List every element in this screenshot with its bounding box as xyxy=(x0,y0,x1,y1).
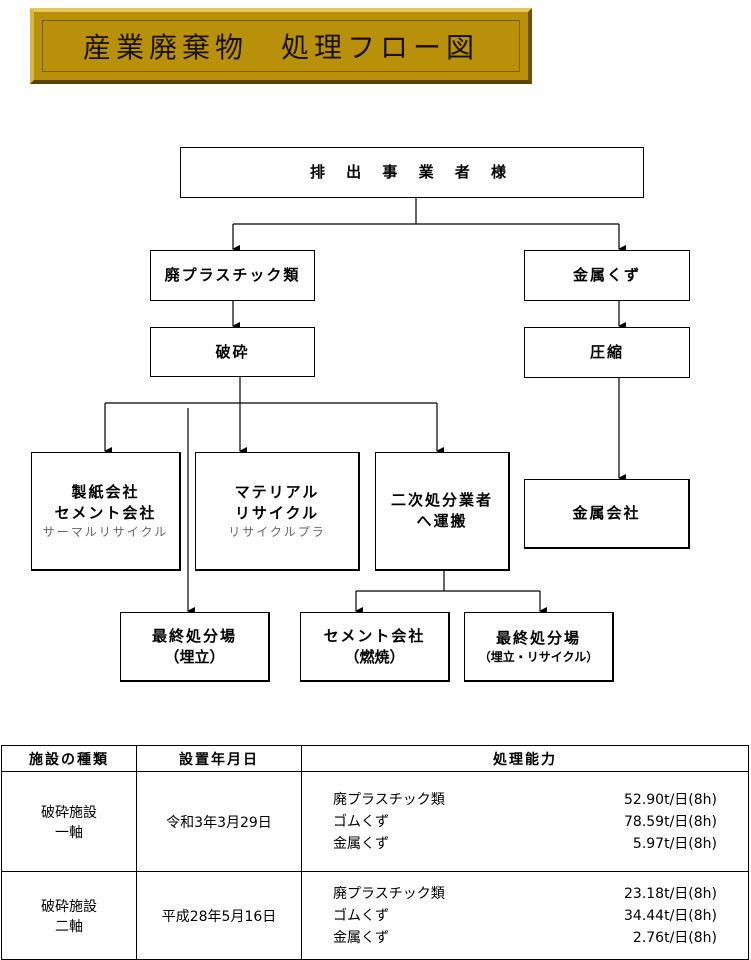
capacity-item-name: ゴムくず xyxy=(333,813,389,830)
node-material-recycle: マテリアル リサイクル リサイクルプラ xyxy=(195,452,360,571)
node-label: 排 出 事 業 者 様 xyxy=(309,163,515,181)
node-subtext: サーマルリサイクル xyxy=(42,524,169,539)
capacity-item: ゴムくず 34.44t/日(8h) xyxy=(303,905,747,927)
capacity-item: ゴムくず 78.59t/日(8h) xyxy=(303,811,747,833)
facility-type-cell: 破砕施設 一軸 xyxy=(1,771,137,872)
capacity-item-value: 78.59t/日(8h) xyxy=(624,813,717,830)
page-title: 産業廃棄物 処理フロー図 xyxy=(42,20,520,72)
node-line1: マテリアル xyxy=(234,482,320,501)
node-label: 破砕 xyxy=(215,342,250,361)
node-label: 金属会社 xyxy=(572,504,641,522)
node-compression: 圧縮 xyxy=(524,327,690,378)
capacity-item-name: 廃プラスチック類 xyxy=(333,885,445,902)
capacity-item-name: 廃プラスチック類 xyxy=(333,791,445,808)
node-label: 金属くず xyxy=(572,266,641,284)
facility-type-line: 破砕施設 xyxy=(41,898,97,915)
capacity-cell: 廃プラスチック類 52.90t/日(8h) ゴムくず 78.59t/日(8h) … xyxy=(301,771,749,872)
node-line1: 二次処分業者 xyxy=(390,491,493,509)
flow-connectors xyxy=(104,198,626,615)
capacity-item-value: 2.76t/日(8h) xyxy=(632,929,717,946)
node-line2: （埋立） xyxy=(164,647,225,666)
header-facility-type: 施設の種類 xyxy=(1,745,137,772)
node-crushing: 破砕 xyxy=(150,327,315,377)
node-line2: セメント会社 xyxy=(54,503,157,522)
title-banner: 産業廃棄物 処理フロー図 xyxy=(30,8,532,84)
node-paper-cement: 製紙会社 セメント会社 サーマルリサイクル xyxy=(31,452,181,571)
node-discharger: 排 出 事 業 者 様 xyxy=(180,147,644,198)
table-header-row: 施設の種類 設置年月日 処理能力 xyxy=(1,745,749,772)
node-secondary-disposal: 二次処分業者 へ運搬 xyxy=(375,452,510,571)
node-subtext: リサイクルプラ xyxy=(228,524,326,539)
header-install-date: 設置年月日 xyxy=(136,745,302,772)
capacity-item-value: 23.18t/日(8h) xyxy=(624,885,717,902)
node-label: 廃プラスチック類 xyxy=(164,266,301,284)
node-landfill-left: 最終処分場 （埋立） xyxy=(120,612,270,682)
node-line2: リサイクル xyxy=(234,503,320,522)
facility-type-line: 破砕施設 xyxy=(41,804,97,821)
table-row: 破砕施設 一軸 令和3年3月29日 廃プラスチック類 52.90t/日(8h) … xyxy=(1,771,749,872)
node-scrap-metal: 金属くず xyxy=(524,250,690,301)
node-label: 圧縮 xyxy=(589,343,624,361)
node-line2: へ運搬 xyxy=(416,512,468,530)
facility-type-line: 一軸 xyxy=(55,824,83,841)
capacity-item-value: 5.97t/日(8h) xyxy=(632,835,717,852)
capacity-item-name: 金属くず xyxy=(333,835,389,852)
node-waste-plastic: 廃プラスチック類 xyxy=(150,250,315,301)
node-line1: セメント会社 xyxy=(323,626,426,645)
node-landfill-right: 最終処分場 （埋立・リサイクル） xyxy=(464,612,614,682)
header-capacity: 処理能力 xyxy=(301,745,749,772)
node-line2: （燃焼） xyxy=(344,647,405,666)
install-date-cell: 平成28年5月16日 xyxy=(136,871,302,960)
capacity-item-value: 52.90t/日(8h) xyxy=(624,791,717,808)
capacity-item: 金属くず 2.76t/日(8h) xyxy=(303,927,747,949)
capacity-item: 廃プラスチック類 52.90t/日(8h) xyxy=(303,789,747,811)
node-line1: 最終処分場 xyxy=(495,628,581,647)
facility-table: 施設の種類 設置年月日 処理能力 破砕施設 一軸 令和3年3月29日 廃プラスチ… xyxy=(1,745,749,960)
install-date-cell: 令和3年3月29日 xyxy=(136,771,302,872)
capacity-item-name: 金属くず xyxy=(333,929,389,946)
capacity-item-value: 34.44t/日(8h) xyxy=(624,907,717,924)
table-row: 破砕施設 二軸 平成28年5月16日 廃プラスチック類 23.18t/日(8h)… xyxy=(1,871,749,960)
node-line1: 製紙会社 xyxy=(71,482,140,501)
capacity-item: 金属くず 5.97t/日(8h) xyxy=(303,833,747,855)
facility-type-cell: 破砕施設 二軸 xyxy=(1,871,137,960)
capacity-item-name: ゴムくず xyxy=(333,907,389,924)
node-line1: 最終処分場 xyxy=(151,626,237,645)
capacity-item: 廃プラスチック類 23.18t/日(8h) xyxy=(303,883,747,905)
node-metal-company: 金属会社 xyxy=(524,479,690,549)
facility-type-line: 二軸 xyxy=(55,918,83,935)
node-cement-burn: セメント会社 （燃焼） xyxy=(300,612,450,682)
node-line2: （埋立・リサイクル） xyxy=(478,649,599,664)
capacity-cell: 廃プラスチック類 23.18t/日(8h) ゴムくず 34.44t/日(8h) … xyxy=(301,871,749,960)
